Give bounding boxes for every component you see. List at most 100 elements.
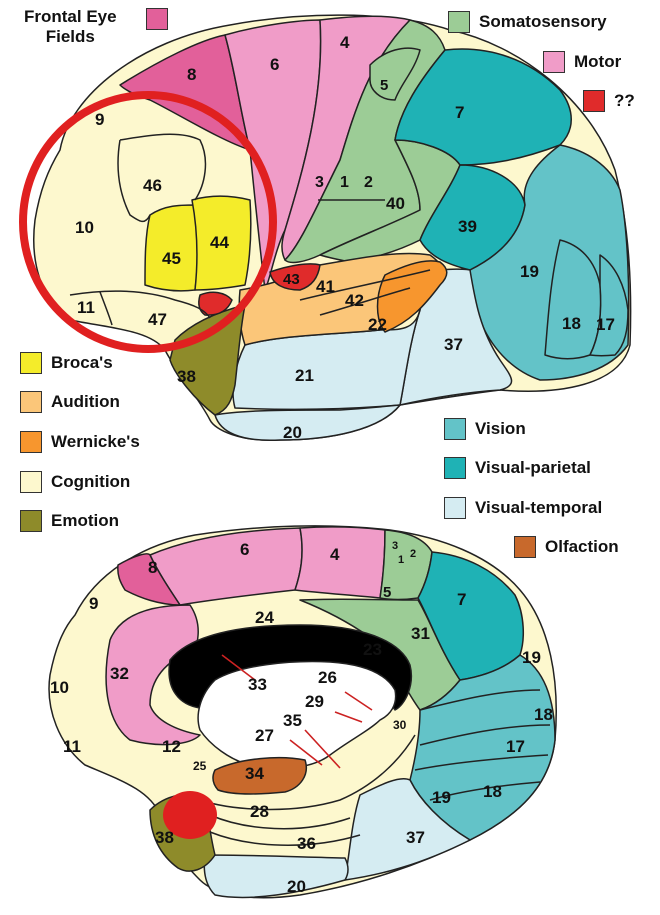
motor-swatch	[543, 51, 565, 73]
lateral-label-8: 8	[187, 65, 196, 84]
legend-olfaction: Olfaction	[514, 535, 619, 559]
medial-area-4	[295, 527, 385, 598]
lateral-label-40: 40	[386, 194, 405, 213]
medial-label-29: 29	[305, 692, 324, 711]
lateral-label-41: 41	[316, 277, 335, 296]
lateral-label-2: 2	[364, 174, 373, 191]
medial-label-28: 28	[250, 802, 269, 821]
legend-unknown: ??	[583, 89, 635, 113]
audition-label: Audition	[51, 392, 120, 412]
frontal-eye-fields-title-line2: Fields	[24, 27, 117, 47]
lateral-view	[34, 15, 631, 440]
legend-visual-parietal: Visual-parietal	[444, 456, 591, 480]
audition-swatch	[20, 391, 42, 413]
lateral-label-9: 9	[95, 110, 104, 129]
lateral-label-45: 45	[162, 249, 181, 268]
lateral-label-43: 43	[283, 271, 300, 288]
medial-label-32: 32	[110, 664, 129, 683]
lateral-label-46: 46	[143, 176, 162, 195]
legend-audition: Audition	[20, 390, 120, 414]
vision-label: Vision	[475, 419, 526, 439]
medial-label-5: 5	[383, 584, 391, 601]
legend-somatosensory: Somatosensory	[448, 10, 607, 34]
medial-label-24: 24	[255, 608, 274, 627]
legend-broca: Broca's	[20, 351, 113, 375]
wernicke-label: Wernicke's	[51, 432, 140, 452]
lateral-label-38: 38	[177, 367, 196, 386]
medial-label-27: 27	[255, 726, 274, 745]
lateral-label-3: 3	[315, 174, 324, 191]
medial-label-19a: 19	[522, 648, 541, 667]
lateral-label-37: 37	[444, 335, 463, 354]
lateral-label-7: 7	[455, 103, 464, 122]
medial-label-3: 3	[392, 540, 398, 552]
lateral-label-19: 19	[520, 262, 539, 281]
medial-label-4: 4	[330, 545, 340, 564]
medial-label-20: 20	[287, 877, 306, 896]
somatosensory-swatch	[448, 11, 470, 33]
lateral-label-47: 47	[148, 310, 167, 329]
lateral-label-5: 5	[380, 77, 388, 94]
unknown-swatch	[583, 90, 605, 112]
legend-vision: Vision	[444, 417, 526, 441]
lateral-label-20: 20	[283, 423, 302, 442]
lateral-label-1: 1	[340, 174, 349, 191]
frontal-eye-fields-title: Frontal Eye Fields	[24, 7, 117, 47]
medial-label-18a: 18	[534, 705, 553, 724]
visual-temporal-label: Visual-temporal	[475, 498, 602, 518]
lateral-label-39: 39	[458, 217, 477, 236]
cognition-swatch	[20, 471, 42, 493]
medial-label-34: 34	[245, 764, 264, 783]
visual-parietal-label: Visual-parietal	[475, 458, 591, 478]
medial-label-31: 31	[411, 624, 430, 643]
legend-emotion: Emotion	[20, 509, 119, 533]
medial-label-7: 7	[457, 590, 466, 609]
medial-label-19b: 19	[432, 788, 451, 807]
lateral-label-44: 44	[210, 233, 229, 252]
broca-swatch	[20, 352, 42, 374]
broca-label: Broca's	[51, 353, 113, 373]
emotion-swatch	[20, 510, 42, 532]
olfaction-label: Olfaction	[545, 537, 619, 557]
visual-parietal-swatch	[444, 457, 466, 479]
lateral-label-6: 6	[270, 55, 279, 74]
medial-label-1: 1	[398, 554, 404, 566]
medial-label-36: 36	[297, 834, 316, 853]
medial-label-38: 38	[155, 828, 174, 847]
medial-label-25: 25	[193, 759, 207, 773]
medial-label-18b: 18	[483, 782, 502, 801]
lateral-area-45	[145, 205, 197, 291]
legend-visual-temporal: Visual-temporal	[444, 496, 602, 520]
frontal-eye-fields-swatch	[146, 8, 168, 30]
medial-label-9: 9	[89, 594, 98, 613]
medial-label-6: 6	[240, 540, 249, 559]
medial-label-30: 30	[393, 718, 407, 732]
legend-cognition: Cognition	[20, 470, 130, 494]
medial-label-37: 37	[406, 828, 425, 847]
vision-swatch	[444, 418, 466, 440]
legend-wernicke: Wernicke's	[20, 430, 140, 454]
olfaction-swatch	[514, 536, 536, 558]
medial-label-17: 17	[506, 737, 525, 756]
medial-label-2: 2	[410, 548, 416, 560]
wernicke-swatch	[20, 431, 42, 453]
medial-label-23: 23	[363, 640, 382, 659]
medial-label-35: 35	[283, 711, 302, 730]
medial-label-26: 26	[318, 668, 337, 687]
medial-label-33: 33	[248, 675, 267, 694]
unknown-label: ??	[614, 91, 635, 111]
lateral-label-18: 18	[562, 314, 581, 333]
lateral-label-42: 42	[345, 291, 364, 310]
visual-temporal-swatch	[444, 497, 466, 519]
medial-label-12: 12	[162, 737, 181, 756]
somatosensory-label: Somatosensory	[479, 12, 607, 32]
lateral-label-4: 4	[340, 33, 350, 52]
medial-label-8: 8	[148, 558, 157, 577]
lateral-label-22: 22	[368, 315, 387, 334]
frontal-eye-fields-title-line1: Frontal Eye	[24, 7, 117, 27]
emotion-label: Emotion	[51, 511, 119, 531]
cognition-label: Cognition	[51, 472, 130, 492]
medial-label-11: 11	[63, 737, 81, 756]
lateral-label-11: 11	[77, 298, 95, 317]
